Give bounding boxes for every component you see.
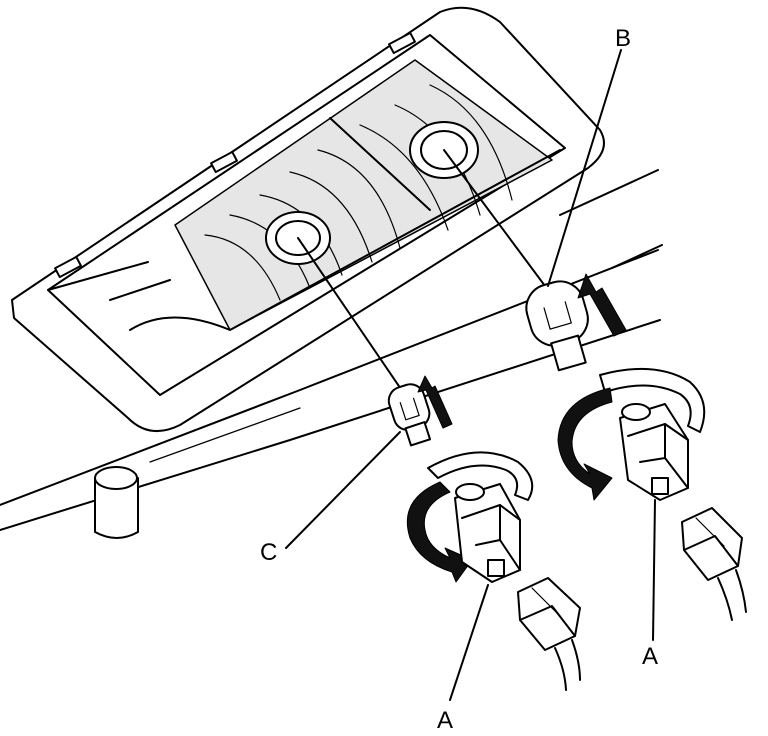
- bulb-c: [387, 383, 432, 447]
- label-a-right: A: [642, 643, 658, 670]
- bulb-socket-a-left: [454, 483, 521, 583]
- label-b: B: [615, 25, 631, 52]
- twist-arrow-right: [557, 367, 706, 501]
- map-light-housing: [11, 6, 605, 433]
- wire-connector-right: [681, 507, 747, 621]
- guide-line-c: [297, 237, 406, 396]
- headliner-stud: [94, 466, 139, 539]
- label-a-left: A: [437, 707, 453, 734]
- insert-arrow-c: [417, 375, 453, 429]
- insert-arrow-b: [577, 273, 627, 337]
- bulb-socket-a-right: [619, 403, 689, 501]
- bulb-b: [525, 280, 589, 372]
- callout-leaders: [285, 49, 656, 701]
- wire-connector-left: [517, 577, 581, 691]
- label-c: C: [260, 539, 277, 566]
- guide-line-b: [443, 149, 549, 291]
